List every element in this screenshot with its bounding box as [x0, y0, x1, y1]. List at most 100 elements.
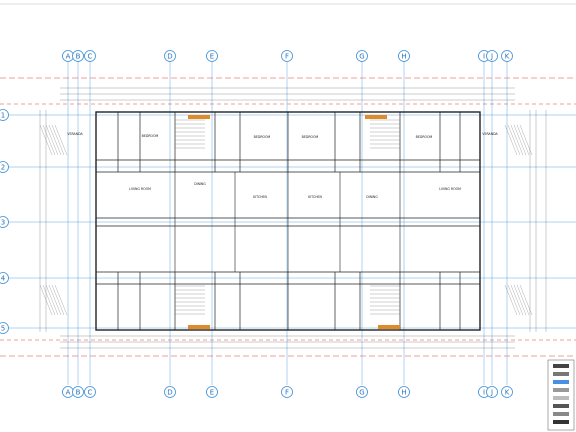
grid-bubble-col: A — [62, 386, 74, 398]
entry-door-marker — [188, 115, 210, 119]
svg-text:J: J — [490, 53, 493, 61]
room-label: LIVING ROOM — [439, 187, 461, 191]
svg-text:F: F — [285, 53, 289, 61]
svg-text:C: C — [88, 389, 93, 397]
veranda-step — [516, 284, 530, 316]
svg-text:A: A — [66, 53, 71, 61]
veranda-step — [513, 124, 527, 156]
grid-bubble-row: 3 — [0, 216, 9, 228]
veranda-step — [504, 124, 518, 156]
svg-text:I: I — [483, 53, 485, 61]
veranda-step — [510, 284, 524, 316]
grid-bubble-col: E — [206, 50, 218, 62]
veranda-step — [48, 284, 62, 316]
veranda-step — [510, 124, 524, 156]
legend-box — [547, 359, 575, 431]
grid-bubble-col: C — [84, 386, 96, 398]
veranda-step — [39, 124, 53, 156]
veranda-step — [42, 284, 56, 316]
room-label: LIVING ROOM — [129, 187, 151, 191]
veranda-step — [51, 124, 65, 156]
veranda-step — [513, 284, 527, 316]
svg-text:G: G — [359, 53, 364, 61]
veranda-step — [48, 124, 62, 156]
room-labels: VERANDA LIVING ROOM BEDROOM DINING KITCHEN BE… — [67, 132, 498, 199]
entry-door-marker — [378, 325, 400, 329]
grid-bubble-col: C — [84, 50, 96, 62]
veranda-step — [42, 124, 56, 156]
grid-bubble-row: 2 — [0, 161, 9, 173]
room-label: BEDROOM — [302, 135, 319, 139]
svg-text:K: K — [505, 389, 510, 397]
grid-bubble-col: K — [501, 50, 513, 62]
grid-bubble-col: G — [356, 50, 368, 62]
room-label: DINING — [366, 195, 378, 199]
svg-text:H: H — [401, 389, 406, 397]
legend-swatch — [553, 404, 569, 408]
grid-bubble-col: D — [164, 50, 176, 62]
room-label: KITCHEN — [308, 195, 322, 199]
svg-text:2: 2 — [1, 164, 5, 172]
grid-bubble-col: K — [501, 386, 513, 398]
svg-text:3: 3 — [1, 219, 5, 227]
entry-door-marker — [365, 115, 387, 119]
grid-bubble-col: G — [356, 386, 368, 398]
svg-text:1: 1 — [1, 112, 5, 120]
room-label: BEDROOM — [254, 135, 271, 139]
svg-text:5: 5 — [1, 325, 5, 333]
svg-text:F: F — [285, 389, 289, 397]
room-label: BEDROOM — [416, 135, 433, 139]
grid-bubble-row: 5 — [0, 322, 9, 334]
grid-bubble-col: H — [398, 50, 410, 62]
legend-swatch — [553, 396, 569, 400]
veranda-step — [507, 284, 521, 316]
veranda-step — [45, 124, 59, 156]
legend-swatch — [553, 412, 569, 416]
grid-bubble-col: H — [398, 386, 410, 398]
room-label: VERANDA — [482, 132, 498, 136]
grid-bubble-col: B — [72, 386, 84, 398]
svg-text:B: B — [76, 389, 81, 397]
svg-text:E: E — [210, 389, 214, 397]
grid-bubble-col: I — [478, 50, 490, 62]
svg-text:J: J — [490, 389, 493, 397]
svg-text:I: I — [483, 389, 485, 397]
grid-bubble-col: E — [206, 386, 218, 398]
veranda-step — [54, 124, 68, 156]
veranda-step — [507, 124, 521, 156]
entry-door-marker — [188, 325, 210, 329]
svg-text:A: A — [66, 389, 71, 397]
svg-text:E: E — [210, 53, 214, 61]
svg-text:C: C — [88, 53, 93, 61]
grid-bubble-col: B — [72, 50, 84, 62]
building-footprint — [39, 87, 547, 349]
svg-text:G: G — [359, 389, 364, 397]
legend-swatch — [553, 388, 569, 392]
grid-bubble-col: A — [62, 50, 74, 62]
room-label: DINING — [194, 182, 206, 186]
room-label: BEDROOM — [142, 134, 159, 138]
veranda-step — [51, 284, 65, 316]
veranda-step — [519, 284, 533, 316]
grid-bubble-col: F — [281, 386, 293, 398]
grid-bubble-row: 4 — [0, 272, 9, 284]
legend-swatch — [553, 380, 569, 384]
grid-bubble-row: 1 — [0, 109, 9, 121]
legend-swatch — [553, 372, 569, 376]
veranda-step — [519, 124, 533, 156]
svg-text:K: K — [505, 53, 510, 61]
veranda-step — [516, 124, 530, 156]
grid-bubble-col: D — [164, 386, 176, 398]
svg-text:D: D — [167, 389, 172, 397]
svg-text:H: H — [401, 53, 406, 61]
grid-bubble-col: J — [486, 386, 498, 398]
room-label: VERANDA — [67, 132, 83, 136]
svg-text:4: 4 — [1, 275, 6, 283]
veranda-step — [504, 284, 518, 316]
grid-bubble-col: J — [486, 50, 498, 62]
grid-bubble-col: F — [281, 50, 293, 62]
room-label: KITCHEN — [253, 195, 267, 199]
